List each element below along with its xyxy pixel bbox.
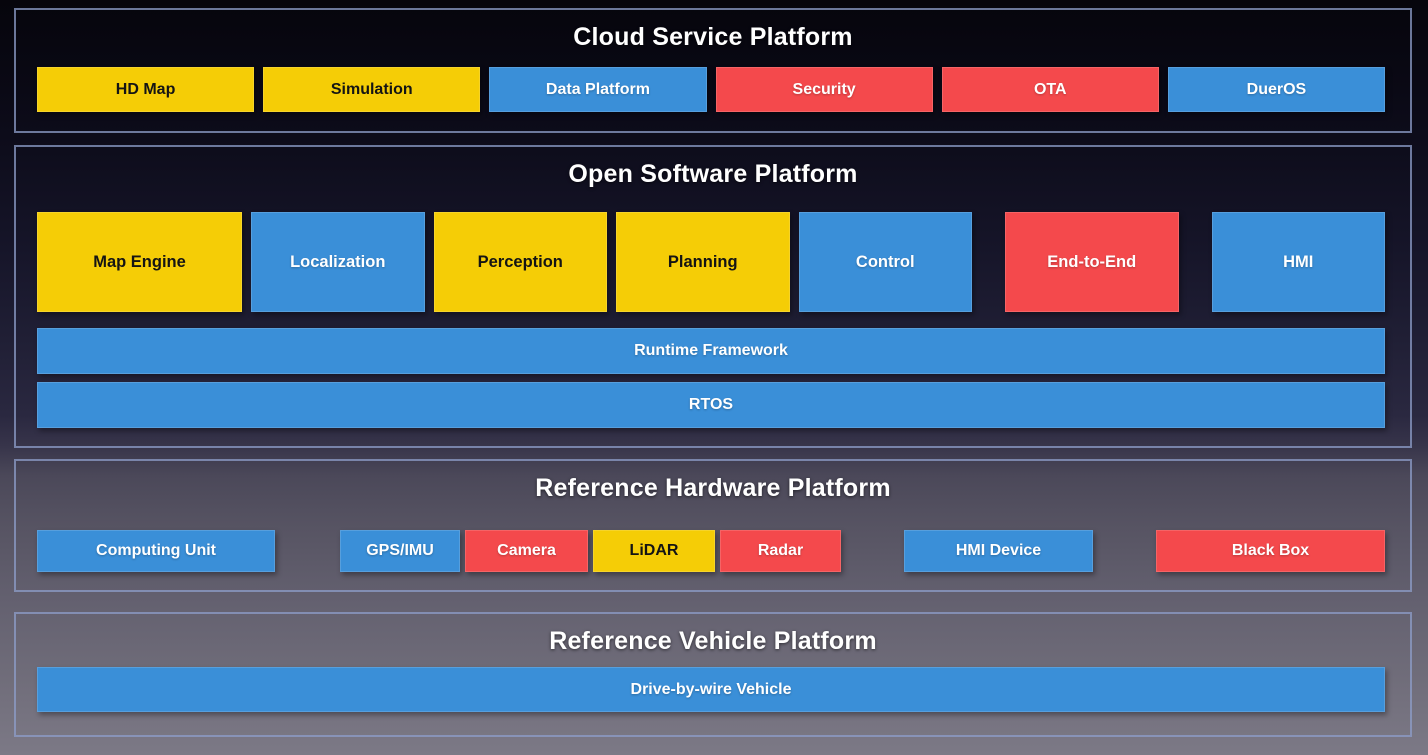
module-hmi: HMI — [1211, 212, 1385, 312]
box-camera: Camera — [465, 530, 588, 572]
box-radar: Radar — [720, 530, 841, 572]
section-title-hardware: Reference Hardware Platform — [535, 474, 891, 502]
software-modules-row: Map Engine Localization Perception Plann… — [37, 212, 1385, 312]
box-hmi-device: HMI Device — [904, 530, 1093, 572]
section-cloud-service-platform: Cloud Service Platform HD Map Simulation… — [14, 8, 1412, 133]
bar-runtime-framework: Runtime Framework — [37, 328, 1385, 374]
module-map-engine: Map Engine — [37, 212, 242, 312]
box-gps-imu: GPS/IMU — [340, 530, 460, 572]
module-localization: Localization — [251, 212, 425, 312]
box-drive-by-wire-vehicle: Drive-by-wire Vehicle — [37, 667, 1385, 712]
bar-rtos: RTOS — [37, 382, 1385, 428]
box-ota: OTA — [941, 67, 1159, 112]
module-planning: Planning — [616, 212, 790, 312]
module-perception: Perception — [433, 212, 607, 312]
box-computing-unit: Computing Unit — [37, 530, 275, 572]
box-security: Security — [715, 67, 933, 112]
section-open-software-platform: Open Software Platform Map Engine Locali… — [14, 145, 1412, 448]
box-dueros: DuerOS — [1167, 67, 1386, 112]
hardware-boxes-row: Computing Unit GPS/IMU Camera LiDAR Rada… — [37, 530, 1385, 572]
section-reference-vehicle-platform: Reference Vehicle Platform Drive-by-wire… — [14, 612, 1412, 737]
box-data-platform: Data Platform — [489, 67, 707, 112]
box-lidar: LiDAR — [593, 530, 715, 572]
section-title-software: Open Software Platform — [568, 160, 858, 188]
module-control: Control — [798, 212, 972, 312]
cloud-boxes-row: HD Map Simulation Data Platform Security… — [37, 67, 1386, 112]
section-title-cloud: Cloud Service Platform — [573, 23, 853, 51]
box-hd-map: HD Map — [37, 67, 255, 112]
section-reference-hardware-platform: Reference Hardware Platform Computing Un… — [14, 459, 1412, 592]
box-simulation: Simulation — [263, 67, 481, 112]
module-end-to-end: End-to-End — [1005, 212, 1179, 312]
box-black-box: Black Box — [1156, 530, 1385, 572]
section-title-vehicle: Reference Vehicle Platform — [549, 627, 877, 655]
